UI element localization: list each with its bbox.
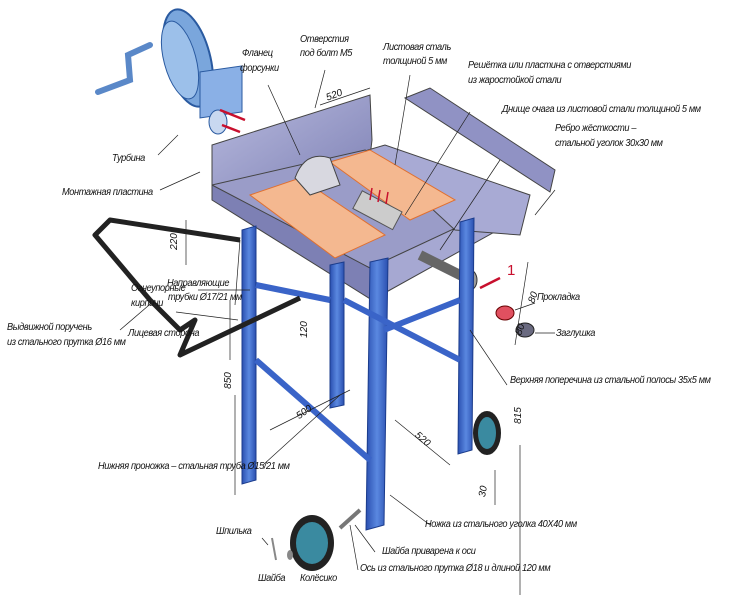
label-handrail-1: Выдвижной поручень	[7, 322, 92, 333]
label-wheel: Колёсико	[300, 573, 337, 584]
label-rib-2: стальной уголок 30x30 мм	[555, 138, 663, 149]
label-handrail-2: из стального прутка Ø16 мм	[7, 337, 126, 348]
handrail	[92, 217, 302, 358]
label-holes-1: Отверстия	[300, 34, 349, 45]
label-sheet-2: толщиной 5 мм	[383, 56, 447, 67]
fire-bricks	[248, 149, 457, 259]
label-pin: Шпилька	[216, 526, 252, 537]
label-plug: Заглушка	[556, 328, 596, 339]
label-guides-2: трубки Ø17/21 мм	[168, 292, 242, 303]
dim-guide-h: 120	[298, 321, 310, 338]
label-grate-2: из жаростойкой стали	[468, 75, 562, 86]
label-guides-1: Направляющие	[167, 278, 230, 289]
label-bricks-1: Огнеупорные	[131, 283, 186, 294]
turbine	[95, 8, 246, 135]
label-flange-1: Фланец	[242, 48, 273, 59]
label-holes-2: под болт М5	[300, 48, 353, 59]
label-axle: Ось из стального прутка Ø18 и длиной 120…	[360, 563, 551, 574]
label-turbine: Турбина	[112, 153, 145, 164]
dim-rear-h: 815	[512, 407, 524, 424]
label-front: Лицевая сторона	[128, 328, 200, 339]
label-flange-2: форсунки	[240, 63, 279, 74]
leader-lines	[119, 69, 556, 595]
stand-frame	[241, 217, 475, 531]
marker-1: 1	[507, 262, 516, 279]
label-gasket: Прокладка	[537, 292, 580, 303]
label-crossbar: Верхняя поперечина из стальной полосы 35…	[510, 375, 711, 386]
label-sheet-1: Листовая сталь	[383, 42, 451, 53]
label-lower-bar: Нижняя проножка – стальная труба Ø15/21 …	[98, 461, 290, 472]
dim-clearance: 30	[477, 485, 490, 498]
dim-height-side: 220	[168, 233, 180, 250]
label-grate-1: Решётка или пластина с отверстиями	[468, 60, 632, 71]
label-bricks-2: кирпичи	[131, 298, 164, 309]
label-leg: Ножка из стального уголка 40X40 мм	[425, 519, 577, 530]
wheels	[271, 411, 501, 571]
arrow-marker	[479, 276, 501, 290]
label-washer: Шайба	[258, 573, 286, 584]
label-rib-1: Ребро жёсткости –	[555, 123, 637, 134]
label-mount-plate: Монтажная пластина	[62, 187, 153, 198]
dim-leg-h: 850	[222, 372, 234, 389]
label-bottom: Днище очага из листовой стали толщиной 5…	[502, 104, 701, 115]
label-welded-washer: Шайба приварена к оси	[382, 546, 476, 557]
